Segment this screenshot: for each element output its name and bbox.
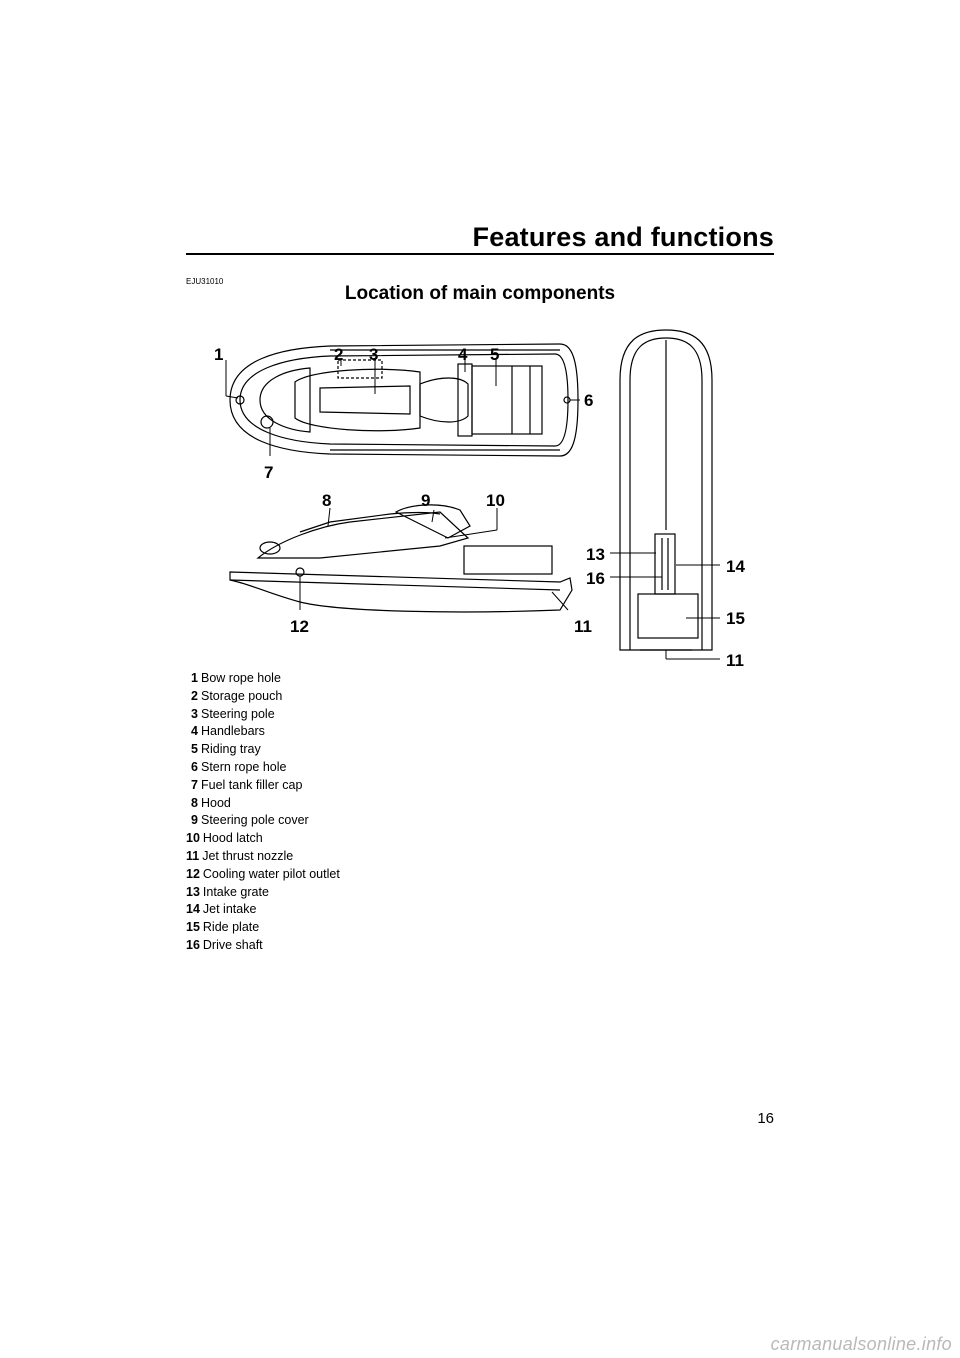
callout-4: 4 xyxy=(458,345,468,364)
legend-number: 10 xyxy=(186,831,200,846)
callout-leaders xyxy=(225,358,720,660)
legend-label: Steering pole cover xyxy=(201,813,309,828)
legend-label: Jet intake xyxy=(202,902,257,917)
legend-number: 7 xyxy=(191,777,198,792)
page-number: 16 xyxy=(757,1110,774,1127)
legend-number: 2 xyxy=(191,688,198,703)
document-code: EJU31010 xyxy=(186,277,224,286)
watermark: carmanualsonline.info xyxy=(770,1334,952,1354)
legend-label: Storage pouch xyxy=(201,688,283,703)
section-title: Location of main components xyxy=(344,283,616,304)
side-view-drawing xyxy=(229,504,573,613)
legend-number: 14 xyxy=(186,902,200,917)
legend-label: Intake grate xyxy=(202,884,269,899)
callout-16: 16 xyxy=(586,569,605,588)
legend-label: Jet thrust nozzle xyxy=(202,848,294,863)
callout-3: 3 xyxy=(369,345,378,364)
legend-number: 15 xyxy=(186,920,200,935)
callout-8: 8 xyxy=(322,491,331,510)
legend-number: 6 xyxy=(191,759,198,774)
callout-12: 12 xyxy=(290,617,309,636)
callout-13: 13 xyxy=(586,545,605,564)
legend-label: Steering pole xyxy=(201,706,275,721)
callout-11-bottom: 11 xyxy=(726,651,744,670)
legend-number: 13 xyxy=(186,884,200,899)
callout-9: 9 xyxy=(421,491,430,510)
callout-14: 14 xyxy=(726,557,745,576)
legend-label: Handlebars xyxy=(201,724,265,739)
legend-number: 1 xyxy=(191,671,198,685)
legend-number: 12 xyxy=(186,866,200,881)
legend-label: Hood latch xyxy=(202,831,263,846)
top-view-drawing xyxy=(229,343,579,457)
bottom-view-drawing xyxy=(619,329,713,651)
legend-number: 11 xyxy=(186,848,200,863)
callout-15: 15 xyxy=(726,609,745,628)
legend-number: 9 xyxy=(191,813,198,828)
legend-number: 4 xyxy=(191,724,198,739)
legend-number: 5 xyxy=(191,742,198,757)
callout-1: 1 xyxy=(214,345,223,364)
legend-label: Fuel tank filler cap xyxy=(201,777,303,792)
components-figure: 1 2 3 4 5 6 7 8 9 10 11 12 13 14 15 16 1… xyxy=(214,329,745,670)
legend-label: Ride plate xyxy=(202,920,260,935)
callout-10: 10 xyxy=(486,491,505,510)
legend-label: Bow rope hole xyxy=(201,671,281,685)
page-header-title: Features and functions xyxy=(472,222,774,252)
legend-label: Riding tray xyxy=(201,742,261,757)
legend-label: Cooling water pilot outlet xyxy=(202,866,340,881)
callout-6: 6 xyxy=(584,391,593,410)
callout-11-side: 11 xyxy=(574,617,592,636)
legend-label: Stern rope hole xyxy=(201,759,287,774)
legend-label: Drive shaft xyxy=(202,937,263,952)
legend-number: 3 xyxy=(191,706,198,721)
legend-label: Hood xyxy=(201,795,231,810)
header-rule xyxy=(186,253,774,255)
callout-2: 2 xyxy=(334,345,343,364)
legend-number: 16 xyxy=(186,937,200,952)
callout-7: 7 xyxy=(264,463,273,482)
legend-number: 8 xyxy=(191,795,198,810)
callout-5: 5 xyxy=(490,345,499,364)
